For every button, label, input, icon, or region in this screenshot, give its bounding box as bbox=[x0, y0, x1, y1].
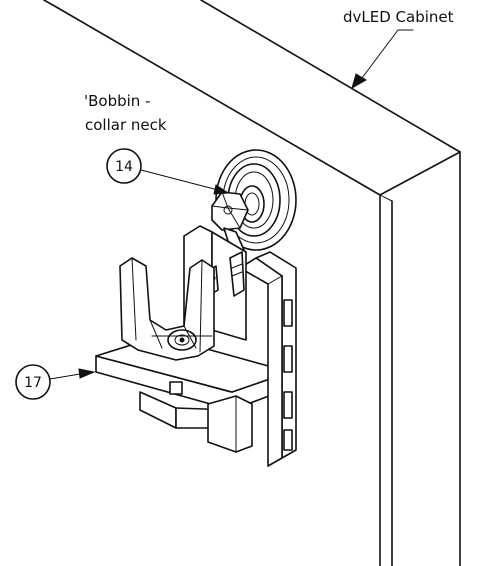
cabinet-label: dvLED Cabinet bbox=[343, 8, 454, 26]
callout-14-number: 14 bbox=[115, 159, 133, 175]
callout-14-arrowhead bbox=[213, 184, 230, 195]
callout-14: 14 bbox=[106, 148, 230, 195]
cabinet-label-group: dvLED Cabinet bbox=[343, 8, 454, 90]
bobbin-label-line2: collar neck bbox=[85, 116, 167, 134]
dvled-cabinet bbox=[43, 0, 461, 566]
bobbin-label-line1: 'Bobbin - bbox=[84, 92, 151, 110]
bracket-part bbox=[95, 225, 297, 467]
callout-17-number: 17 bbox=[24, 375, 42, 391]
callout-17: 17 bbox=[15, 364, 96, 400]
callout-17-arrowhead bbox=[78, 368, 96, 379]
bobbin-part bbox=[211, 149, 297, 255]
bobbin-label-group: 'Bobbin - collar neck bbox=[84, 92, 167, 134]
cabinet-leader-arrowhead bbox=[351, 73, 367, 90]
